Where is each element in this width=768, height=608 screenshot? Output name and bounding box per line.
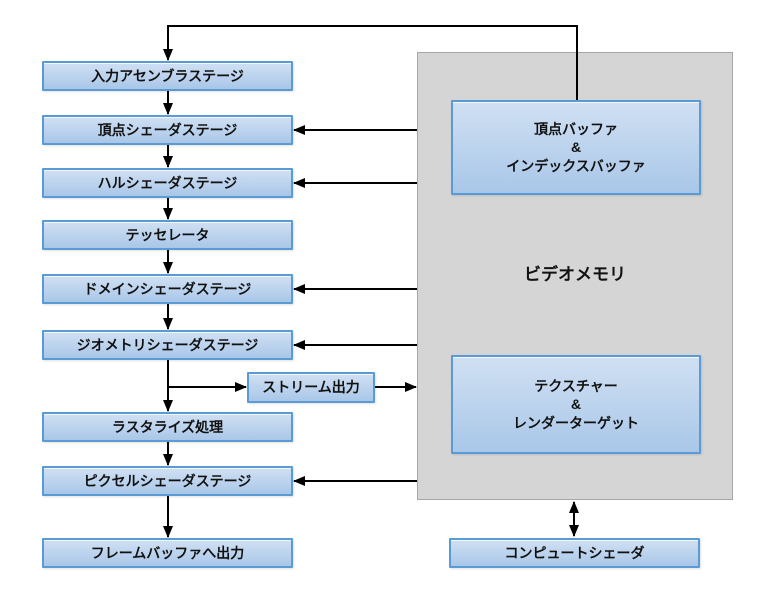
video-memory-label: ビデオメモリ bbox=[524, 265, 626, 284]
texture-render-target-node: テクスチャー & レンダーターゲット bbox=[451, 355, 701, 454]
stage-tessellator: テッセレータ bbox=[42, 220, 293, 250]
stage-domain-shader: ドメインシェーダステージ bbox=[42, 274, 293, 304]
stage-geometry-shader: ジオメトリシェーダステージ bbox=[42, 330, 293, 360]
stage-hull-shader: ハルシェーダステージ bbox=[42, 168, 293, 198]
stage-input-assembler: 入力アセンブラステージ bbox=[42, 61, 293, 91]
vertex-index-buffer-node: 頂点バッファ & インデックスバッファ bbox=[451, 100, 701, 195]
stage-vertex-shader: 頂点シェーダステージ bbox=[42, 115, 293, 145]
arrow-buffer-to-input-assembler bbox=[163, 25, 578, 100]
stage-framebuffer-output: フレームバッファへ出力 bbox=[42, 538, 293, 568]
stage-rasterizer: ラスタライズ処理 bbox=[42, 412, 293, 442]
compute-shader-node: コンピュートシェーダ bbox=[449, 538, 700, 568]
stream-output-node: ストリーム出力 bbox=[247, 372, 375, 403]
stage-pixel-shader: ピクセルシェーダステージ bbox=[42, 466, 293, 496]
